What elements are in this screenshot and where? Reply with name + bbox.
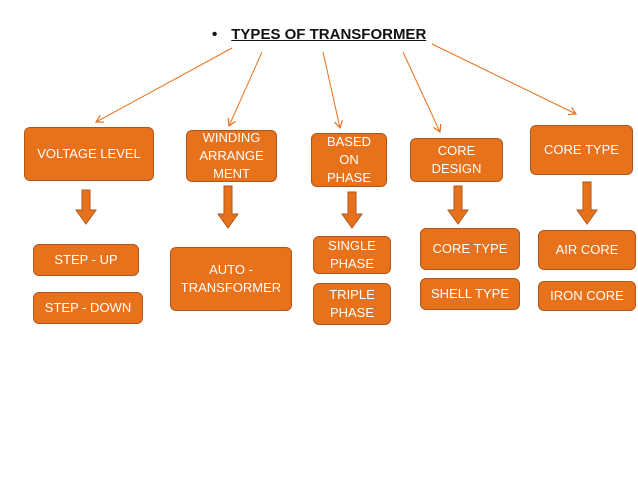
title-to-winding-arrow [227, 51, 263, 128]
result-iron-core: IRON CORE [538, 281, 636, 311]
diagram-title: •TYPES OF TRANSFORMER [212, 26, 427, 43]
down-arrow-core-design [447, 185, 469, 225]
category-winding-arrangement: WINDING ARRANGE MENT [186, 130, 277, 182]
bullet-icon: • [212, 26, 218, 43]
down-arrow-winding [217, 185, 239, 229]
down-arrow-core-type [576, 181, 598, 225]
result-step-down: STEP - DOWN [33, 292, 143, 324]
result-single-phase: SINGLE PHASE [313, 236, 391, 274]
result-air-core: AIR CORE [538, 230, 636, 270]
title-to-phase-arrow [322, 51, 343, 130]
result-triple-phase: TRIPLE PHASE [313, 283, 391, 325]
category-core-design: CORE DESIGN [410, 138, 503, 182]
title-to-core-design-arrow [402, 51, 442, 134]
category-based-on-phase: BASED ON PHASE [311, 133, 387, 187]
title-to-voltage-arrow [94, 47, 233, 123]
result-shell-type: SHELL TYPE [420, 278, 520, 310]
result-auto-transformer: AUTO - TRANSFORMER [170, 247, 292, 311]
result-step-up: STEP - UP [33, 244, 139, 276]
title-to-core-type-arrow [431, 43, 578, 116]
category-voltage-level: VOLTAGE LEVEL [24, 127, 154, 181]
result-core-type: CORE TYPE [420, 228, 520, 270]
down-arrow-phase [341, 191, 363, 229]
category-core-type: CORE TYPE [530, 125, 633, 175]
down-arrow-voltage [75, 189, 97, 225]
